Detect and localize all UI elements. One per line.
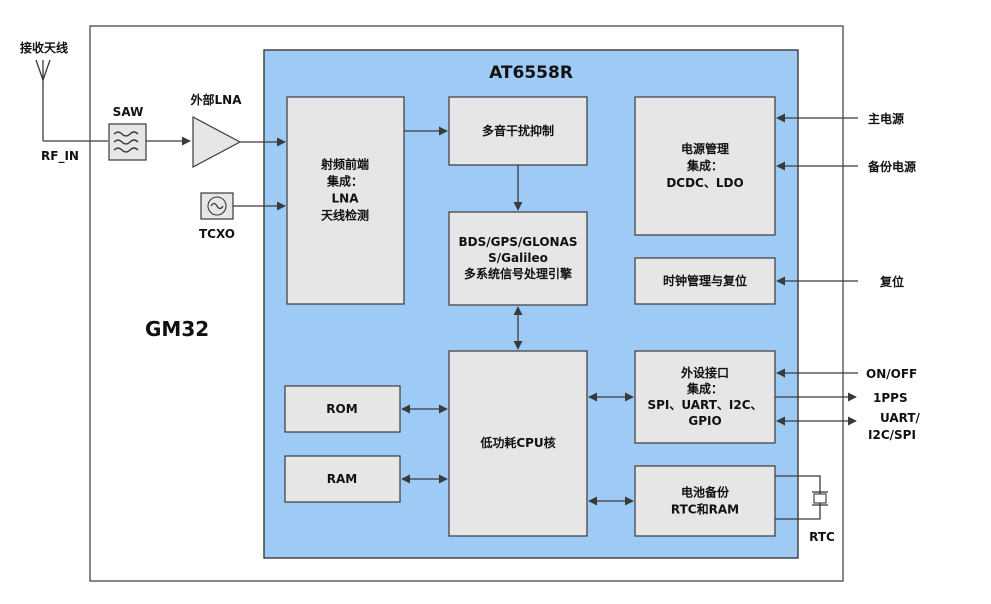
block-text-line: 集成： — [686, 158, 723, 173]
block-text-line: 外设接口 — [681, 365, 729, 380]
block-text-line: 多系统信号处理引擎 — [464, 266, 572, 281]
block-text-line: 天线检测 — [321, 208, 369, 223]
svg-text:ROM: ROM — [326, 402, 357, 416]
interference-suppression-block: 多音干扰抑制 — [448, 96, 588, 166]
block-text-line: GPIO — [688, 414, 721, 428]
svg-text:时钟管理与复位: 时钟管理与复位 — [663, 273, 747, 288]
saw-filter-icon — [108, 123, 147, 161]
block-text-line: 射频前端 — [320, 157, 369, 172]
battery-backup-block: 电池备份 RTC和RAM — [634, 465, 776, 537]
svg-text:外设接口集成：SPI、UART、I2C、GPIO: 外设接口集成： SPI、UART、I2C、 GPIO — [647, 365, 762, 428]
oscillator-icon — [200, 192, 234, 220]
antenna-icon — [35, 59, 51, 118]
rom-block: ROM — [284, 385, 401, 433]
svg-text:低功耗CPU核: 低功耗CPU核 — [479, 435, 555, 450]
amplifier-icon — [192, 116, 242, 168]
backup-power-label: 备份电源 — [867, 159, 916, 174]
svg-text:电源管理集成：DCDC、LDO: 电源管理集成： DCDC、LDO — [666, 141, 743, 190]
block-text-line: S/Galileo — [488, 251, 548, 265]
saw-label: SAW — [113, 105, 144, 119]
board-label: GM32 — [145, 317, 209, 341]
block-text-line: 电池备份 — [681, 485, 730, 500]
main-power-label: 主电源 — [868, 111, 904, 126]
clock-reset-block: 时钟管理与复位 — [634, 257, 776, 305]
ram-block: RAM — [284, 455, 401, 503]
svg-text:多音干扰抑制: 多音干扰抑制 — [482, 123, 554, 138]
antenna-label: 接收天线 — [20, 40, 68, 55]
block-text-line: 集成： — [326, 174, 363, 189]
block-text-line: SPI、UART、I2C、 — [647, 398, 762, 412]
on-off-label: ON/OFF — [866, 367, 917, 381]
block-text-line: 电源管理 — [681, 141, 729, 156]
block-text-line: RTC和RAM — [671, 502, 739, 517]
peripheral-interface-block: 外设接口集成： SPI、UART、I2C、 GPIO — [634, 350, 776, 444]
uart-label-line2: I2C/SPI — [868, 428, 916, 442]
block-text-line: 多音干扰抑制 — [482, 123, 554, 138]
block-text-line: 集成： — [686, 381, 723, 396]
crystal-icon — [775, 475, 828, 520]
rf-frontend-block: 射频前端集成： LNA 天线检测 — [286, 96, 405, 305]
rf-in-label: RF_IN — [41, 149, 79, 164]
chip-label: AT6558R — [489, 63, 573, 83]
reset-label: 复位 — [879, 274, 904, 289]
block-text-line: RAM — [327, 472, 357, 486]
power-management-block: 电源管理集成： DCDC、LDO — [634, 96, 776, 236]
block-text-line: ROM — [326, 402, 357, 416]
tcxo-label: TCXO — [199, 227, 235, 241]
pps-label: 1PPS — [873, 391, 908, 405]
block-text-line: BDS/GPS/GLONAS — [458, 235, 577, 249]
rtc-label: RTC — [809, 530, 835, 544]
block-text-line: 时钟管理与复位 — [663, 273, 747, 288]
svg-text:RAM: RAM — [327, 472, 357, 486]
cpu-core-block: 低功耗CPU核 — [448, 350, 588, 537]
uart-label-line1: UART/ — [880, 411, 921, 425]
block-text-line: DCDC、LDO — [666, 176, 743, 190]
block-text-line: LNA — [332, 192, 360, 206]
block-text-line: 低功耗CPU核 — [479, 435, 555, 450]
ext-lna-label: 外部LNA — [191, 92, 243, 107]
